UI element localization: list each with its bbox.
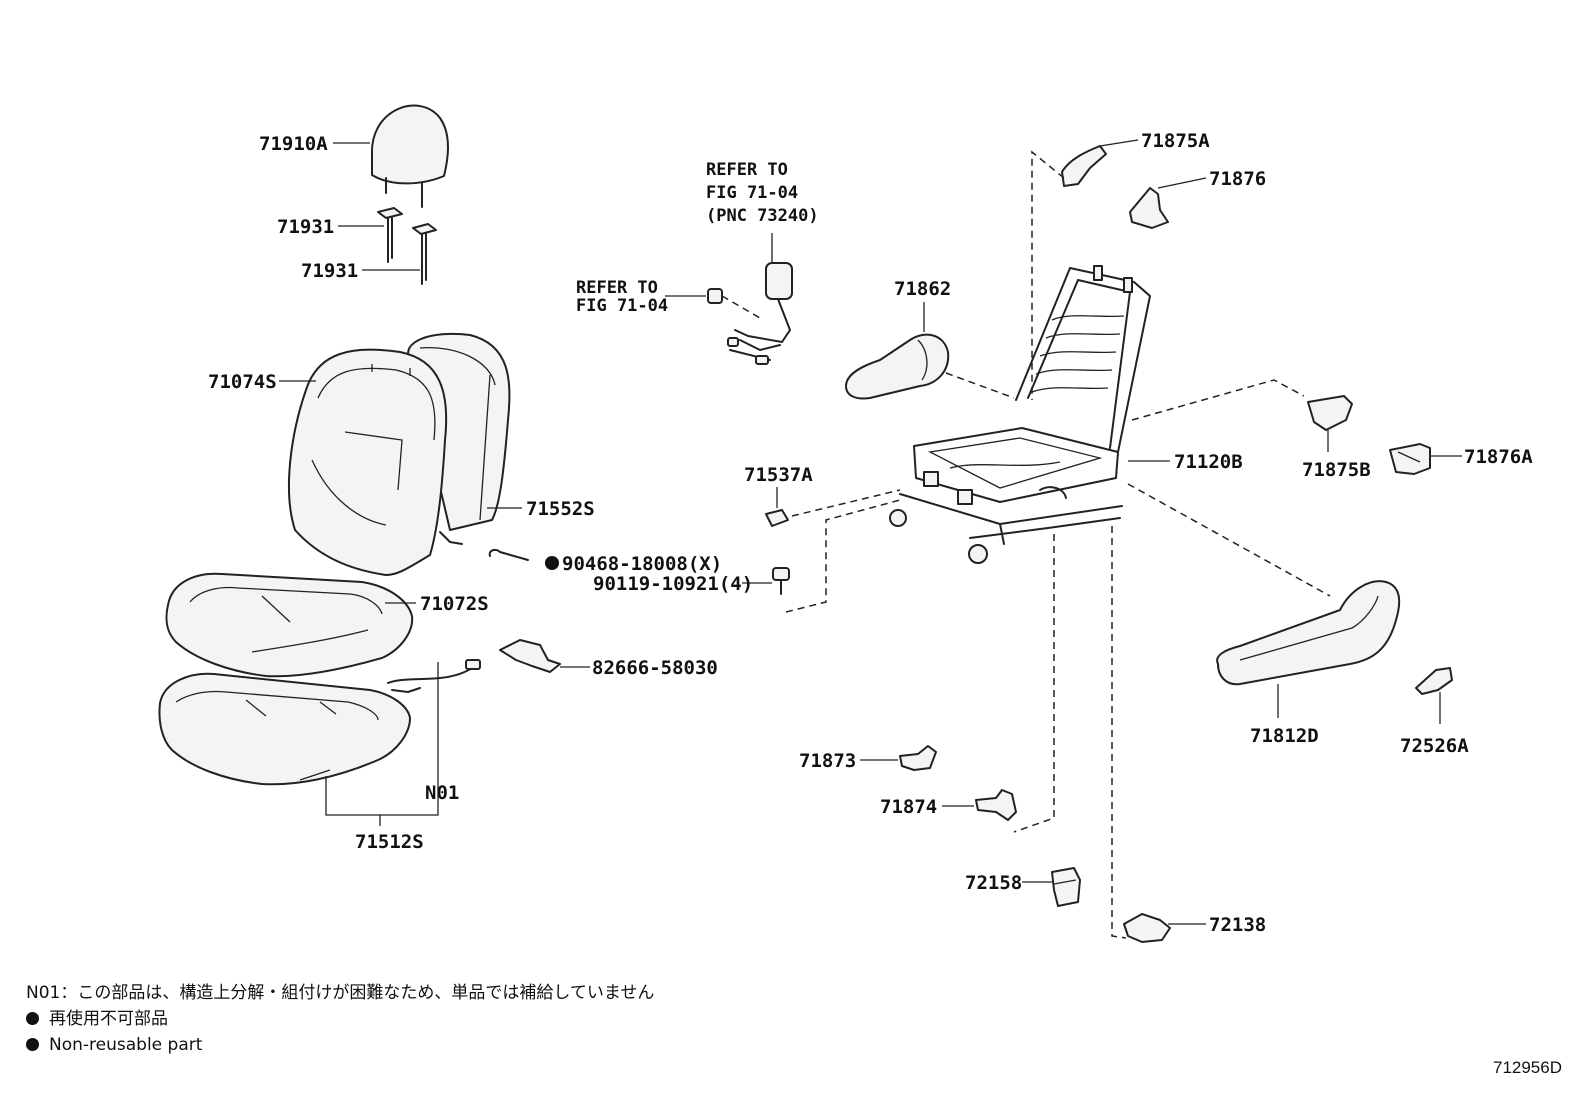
part-label-71931-a: 71931	[277, 216, 334, 238]
part-label-71537A: 71537A	[744, 464, 813, 486]
seatbelt-ref-line2: FIG 71-04	[706, 183, 798, 203]
legend-en: Non-reusable part	[49, 1035, 203, 1055]
sensor-drawing	[499, 639, 561, 673]
bolt-drawing	[772, 567, 790, 595]
part-label-N01: N01	[425, 782, 459, 804]
part-label-71512S: 71512S	[355, 831, 424, 853]
bolt-dashed-path	[785, 499, 901, 613]
seatback-cover-drawing	[287, 348, 463, 576]
part-label-72526A: 72526A	[1400, 735, 1469, 757]
part-label-72158: 72158	[965, 872, 1022, 894]
headrest-drawing	[370, 104, 449, 208]
part-label-71812D: 71812D	[1250, 725, 1319, 747]
cover-72138-drawing	[1123, 913, 1171, 943]
figure-number: 712956D	[1492, 1058, 1562, 1077]
right-upper-dashed-path	[1131, 379, 1305, 421]
bolt-ref-line2: FIG 71-04	[576, 296, 668, 316]
seatbelt-buckle-drawing	[727, 262, 793, 365]
legend-jp-row: 再使用不可部品	[26, 1006, 654, 1032]
part-label-71862: 71862	[894, 278, 951, 300]
knob-72526A-drawing	[1415, 667, 1453, 695]
headrest-guide-drawing	[377, 207, 437, 285]
part-label-82666: 82666-58030	[592, 657, 718, 679]
cover-71875B-drawing	[1307, 395, 1353, 431]
cover-71876A-drawing	[1389, 443, 1431, 475]
seat-cushion-pad-drawing	[158, 672, 411, 786]
part-label-71875A: 71875A	[1141, 130, 1210, 152]
lower-left-dashed-path	[1013, 534, 1055, 833]
n01-note: N01：この部品は、構造上分解・組付けが困難なため、単品では補給していません	[26, 983, 655, 1003]
cap-drawing	[765, 509, 789, 527]
leader-71512S-bracket	[325, 662, 439, 816]
bracket-71873-drawing	[899, 745, 937, 771]
clip-drawing	[488, 548, 529, 561]
anchor-bolt-drawing	[707, 288, 761, 319]
part-label-71873: 71873	[799, 750, 856, 772]
part-label-71876: 71876	[1209, 168, 1266, 190]
seatbelt-ref-line1: REFER TO	[706, 160, 788, 180]
leader-71876	[1157, 177, 1207, 189]
part-label-71876A: 71876A	[1464, 446, 1533, 468]
part-label-71074S: 71074S	[208, 371, 277, 393]
notes-block: N01：この部品は、構造上分解・組付けが困難なため、単品では補給していません 再…	[26, 980, 654, 1058]
seatbelt-ref-line3: (PNC 73240)	[706, 206, 819, 226]
part-label-71910A: 71910A	[259, 133, 328, 155]
part-label-71120B: 71120B	[1174, 451, 1243, 473]
part-label-71875B: 71875B	[1302, 459, 1371, 481]
part-label-72138: 72138	[1209, 914, 1266, 936]
legend-jp: 再使用不可部品	[49, 1009, 168, 1029]
bracket-71876-drawing	[1129, 187, 1169, 229]
part-label-71874: 71874	[880, 796, 937, 818]
seat-frame-drawing	[889, 265, 1151, 564]
cover-dashed-path	[945, 372, 1015, 399]
lower-right-dashed-path	[1111, 526, 1127, 939]
seat-cover-71862-drawing	[845, 333, 950, 400]
part-label-90119: 90119-10921(4)	[593, 573, 753, 595]
cover-72158-drawing	[1051, 867, 1081, 907]
bracket-71874-drawing	[975, 789, 1017, 821]
seat-cushion-cover-drawing	[165, 572, 414, 678]
part-label-71552S: 71552S	[526, 498, 595, 520]
bracket-71875A-drawing	[1061, 145, 1107, 187]
cushion-harness-drawing	[387, 659, 481, 693]
part-label-71931-b: 71931	[301, 260, 358, 282]
cap-dashed-path	[791, 489, 901, 517]
part-label-90468: 90468-18008(X)	[562, 553, 722, 575]
part-label-71072S: 71072S	[420, 593, 489, 615]
leader-71875A	[1099, 139, 1139, 147]
shield-dashed-path	[1127, 483, 1331, 597]
legend-en-row: Non-reusable part	[26, 1032, 654, 1058]
upper-dashed-path	[1031, 150, 1065, 400]
filled-circle-icon	[545, 556, 559, 570]
bolt-ref-line1: REFER TO	[576, 278, 658, 298]
filled-circle-icon	[26, 1038, 39, 1051]
filled-circle-icon	[26, 1012, 39, 1025]
side-shield-drawing	[1216, 580, 1401, 686]
